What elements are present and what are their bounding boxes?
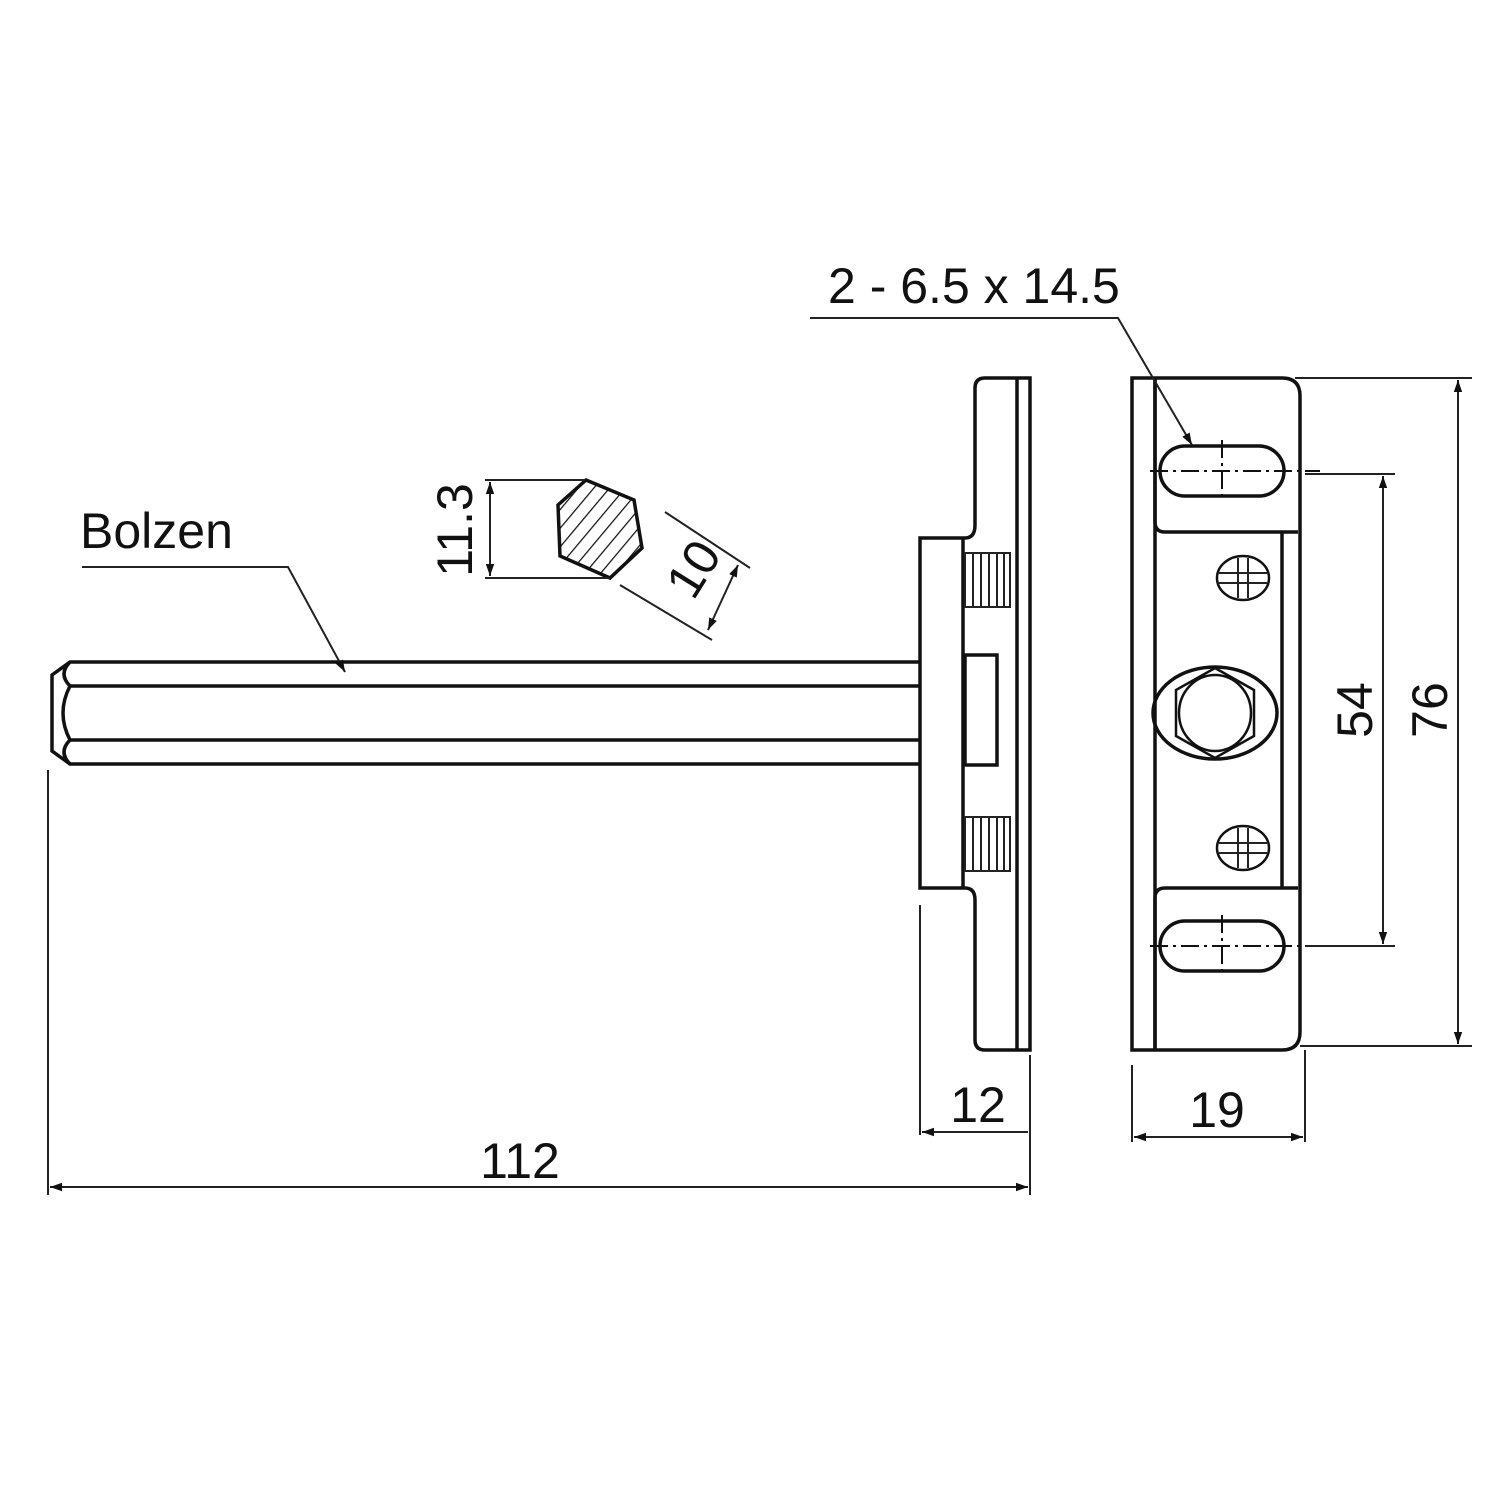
dim-hex-flats: 10 — [655, 531, 732, 608]
dim-slot-spacing: 54 — [1327, 682, 1383, 738]
knurl-lower — [964, 816, 1011, 872]
bracket-side-view — [918, 376, 1032, 1052]
hex-nut — [1151, 665, 1279, 761]
knurl-upper — [964, 552, 1011, 608]
screw-icon-lower — [1215, 824, 1271, 872]
bracket-front-view — [1130, 376, 1320, 1052]
screw-icon-upper — [1215, 554, 1271, 602]
slot-spec-label: 2 - 6.5 x 14.5 — [828, 258, 1120, 314]
dim-overall-length: 112 — [480, 1133, 560, 1189]
dim-plate-thickness: 12 — [950, 1077, 1006, 1133]
dim-bracket-depth: 19 — [1189, 1082, 1245, 1138]
hex-cross-section — [485, 477, 751, 641]
part-name-label: Bolzen — [80, 503, 233, 559]
dim-hex-corners: 11.3 — [427, 483, 483, 577]
bolt-shaft — [50, 660, 920, 766]
dim-bracket-height: 76 — [1402, 682, 1458, 738]
